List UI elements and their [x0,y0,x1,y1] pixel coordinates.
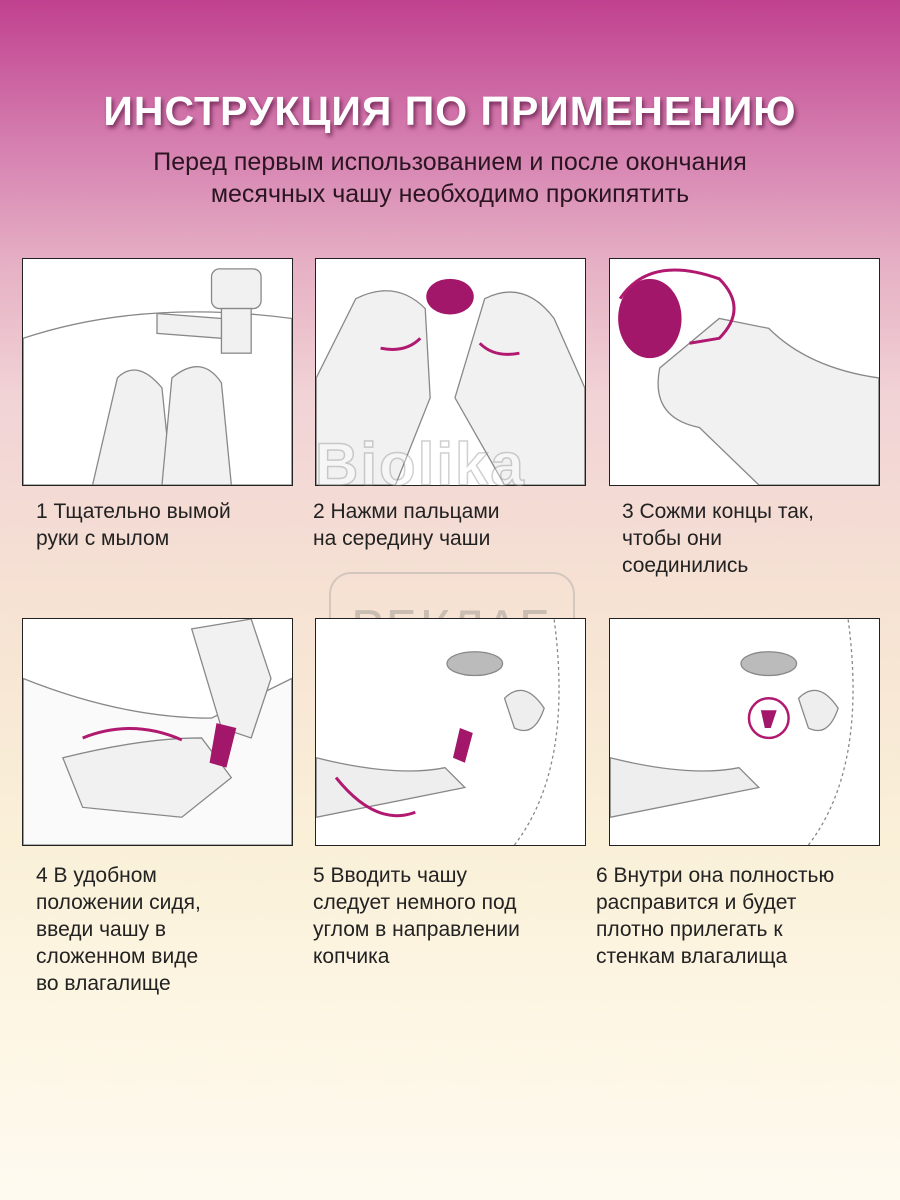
caption-line: введи чашу в [36,918,167,941]
caption-line: на середину чаши [313,527,491,550]
caption-line: чтобы они [622,527,722,550]
step-5-illustration [315,618,586,846]
subtitle-line: месячных чашу необходимо прокипятить [210,180,690,208]
caption-line: расправится и будет [596,891,797,914]
caption-line: во влагалище [36,972,171,995]
caption-line: 4 В удобном [36,864,157,887]
caption-line: 1 Тщательно вымой [36,500,231,523]
caption-line: стенкам влагалища [596,945,788,968]
step-2-illustration [315,258,586,486]
step-1-illustration [22,258,293,486]
caption-line: углом в направлении [313,918,520,941]
caption-line: 2 Нажми пальцами [313,500,500,523]
caption-line: плотно прилегать к [596,918,783,941]
caption-line: 5 Вводить чашу [313,864,468,887]
step-4-illustration [22,618,293,846]
caption-line: копчика [313,945,390,968]
step-3-caption: 3 Сожми концы так, чтобы они соединились [622,498,900,579]
caption-line: 3 Сожми концы так, [622,500,814,523]
page-title: ИНСТРУКЦИЯ ПО ПРИМЕНЕНИЮ [103,88,797,134]
subtitle: Перед первым использованием и после окон… [0,146,900,210]
caption-line: положении сидя, [36,891,201,914]
caption-line: руки с мылом [36,527,170,550]
step-6-caption: 6 Внутри она полностью расправится и буд… [596,862,896,970]
step-2-caption: 2 Нажми пальцами на середину чаши [313,498,603,552]
brand-watermark: Biolika [314,430,526,499]
caption-line: соединились [622,554,749,577]
step-4-caption: 4 В удобном положении сидя, введи чашу в… [36,862,326,997]
subtitle-line: Перед первым использованием и после окон… [153,148,747,176]
step-1-caption: 1 Тщательно вымой руки с мылом [36,498,326,552]
caption-line: сложенном виде [36,945,199,968]
caption-line: 6 Внутри она полностью [596,864,835,887]
step-5-caption: 5 Вводить чашу следует немного под углом… [313,862,603,970]
step-6-illustration [609,618,880,846]
caption-line: следует немного под [313,891,517,914]
step-3-illustration [609,258,880,486]
